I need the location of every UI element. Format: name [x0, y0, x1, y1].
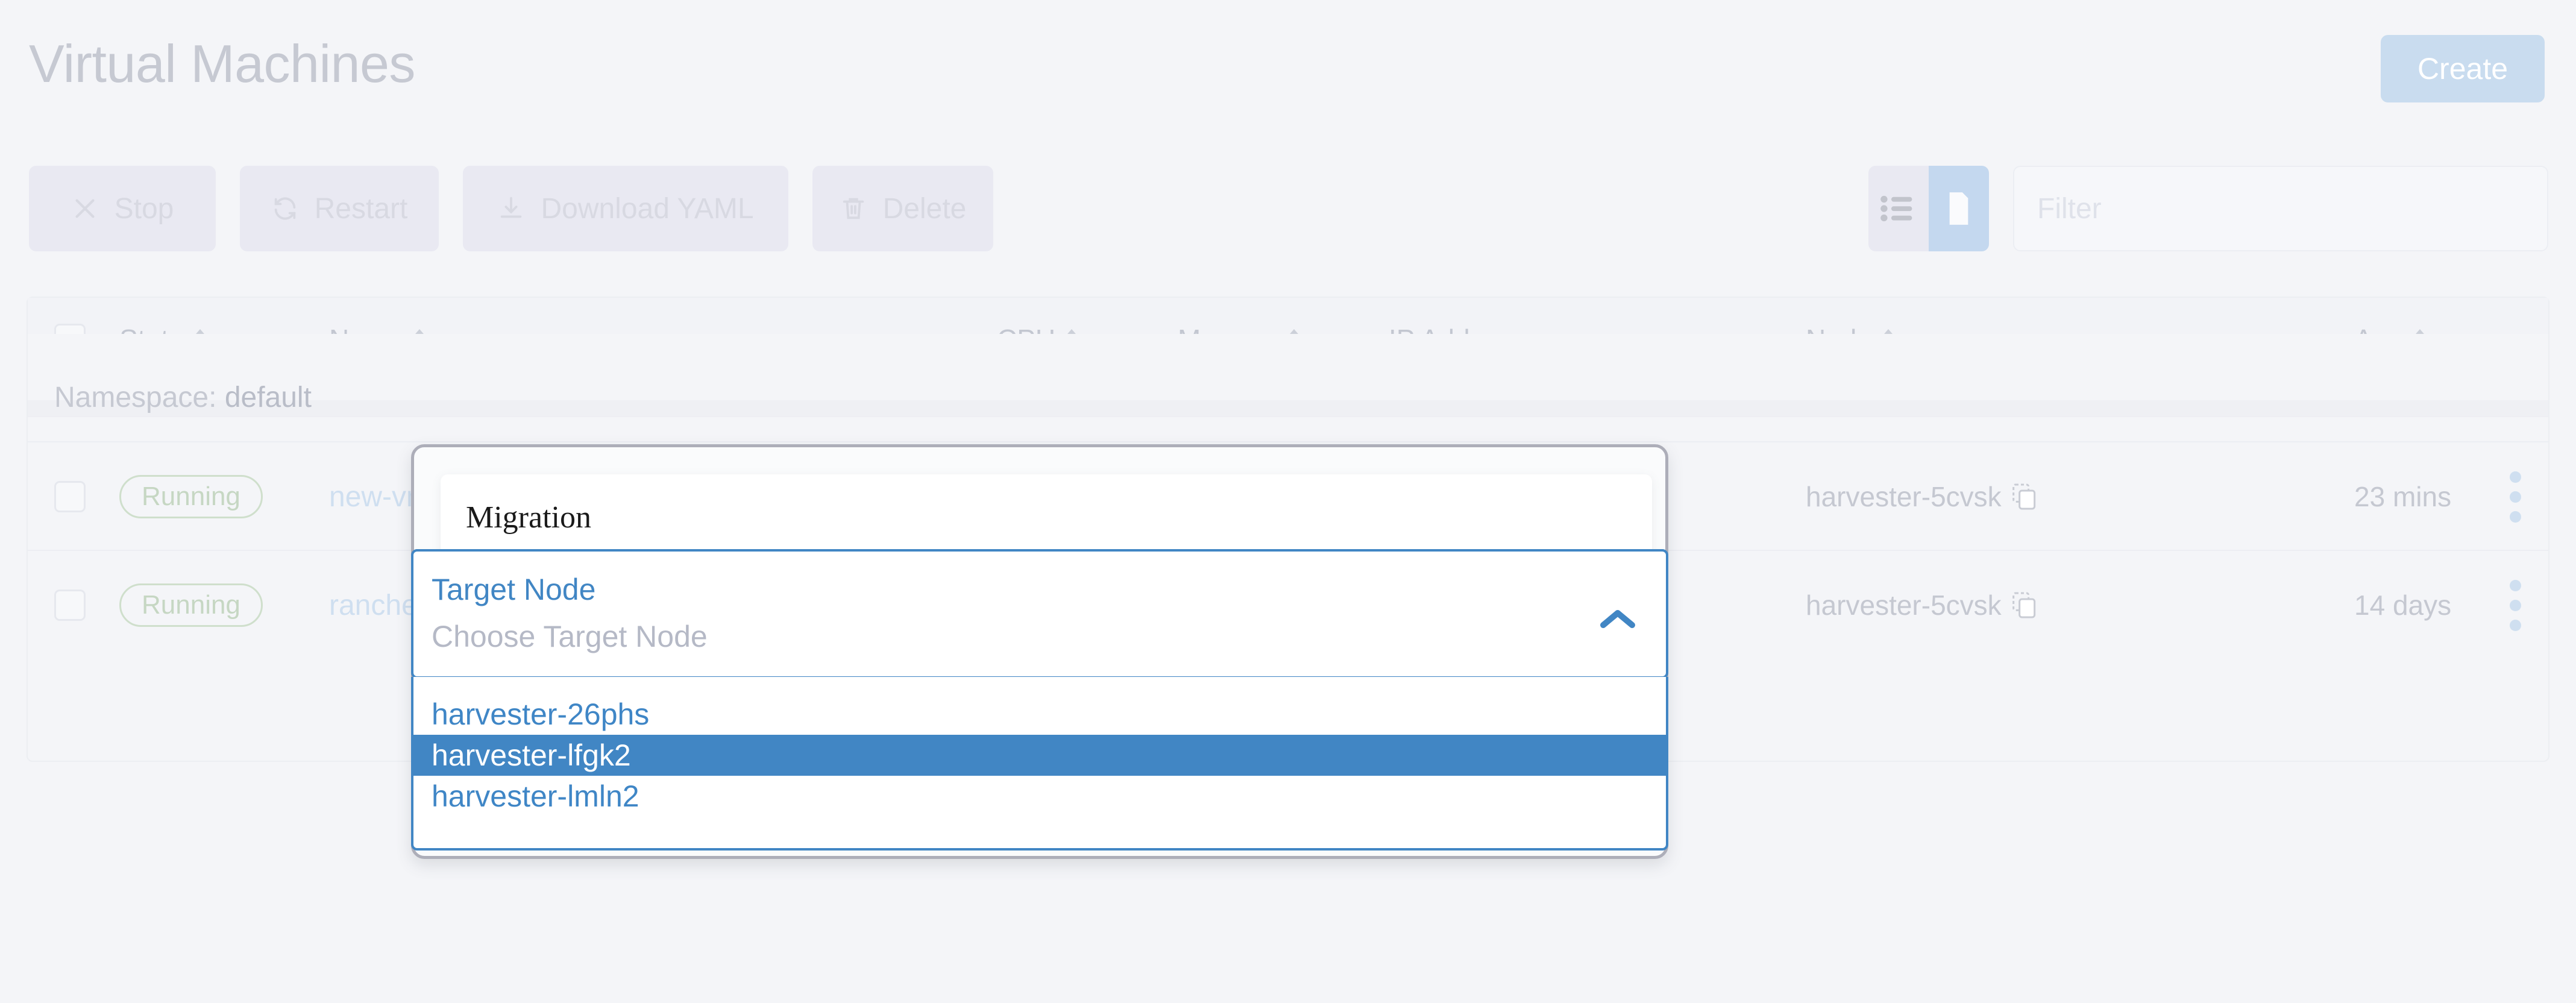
stop-button[interactable]: Stop	[29, 166, 216, 251]
copy-icon[interactable]	[2012, 483, 2037, 510]
kebab-menu-icon[interactable]	[2510, 471, 2521, 523]
page-header: Virtual Machines Create	[0, 0, 2576, 151]
cell-node: harvester-5cvsk	[1806, 442, 2037, 551]
option-harvester-lfgk2[interactable]: harvester-lfgk2	[413, 735, 1666, 776]
page-title: Virtual Machines	[29, 34, 415, 93]
download-icon	[497, 195, 525, 222]
target-node-select: Target Node Choose Target Node harvester…	[411, 549, 1668, 863]
cell-age: 14 days	[2354, 590, 2452, 621]
target-node-placeholder: Choose Target Node	[432, 620, 708, 653]
file-icon	[1945, 191, 1973, 226]
restart-button[interactable]: Restart	[240, 166, 439, 251]
close-icon	[71, 195, 99, 222]
delete-button[interactable]: Delete	[812, 166, 993, 251]
target-node-label: Target Node	[432, 573, 596, 606]
stop-button-label: Stop	[114, 192, 174, 225]
node-name: harvester-5cvsk	[1806, 590, 2002, 621]
view-toggle	[1868, 166, 1989, 251]
list-view-toggle[interactable]	[1868, 166, 1929, 251]
status-badge: Running	[119, 583, 263, 627]
modal-title: Migration	[466, 500, 591, 535]
trash-icon	[840, 195, 867, 222]
option-harvester-lmln2[interactable]: harvester-lmln2	[413, 776, 1666, 817]
row-actions-menu[interactable]	[2510, 442, 2521, 551]
node-name: harvester-5cvsk	[1806, 481, 2002, 512]
cell-state: Running	[119, 442, 263, 551]
cell-state: Running	[119, 551, 263, 659]
namespace-group-header: Namespace: default	[28, 334, 2548, 413]
vm-name-link[interactable]: rancher	[329, 589, 427, 621]
download-yaml-button[interactable]: Download YAML	[463, 166, 788, 251]
create-button[interactable]: Create	[2381, 35, 2545, 102]
action-toolbar: Stop Restart Download YAML	[0, 166, 2576, 253]
status-badge: Running	[119, 475, 263, 518]
kebab-menu-icon[interactable]	[2510, 579, 2521, 631]
namespace-label: Namespace: default	[54, 382, 312, 413]
target-node-option-list: harvester-26phs harvester-lfgk2 harveste…	[411, 677, 1668, 851]
filter-input[interactable]	[2013, 166, 2548, 251]
option-harvester-26phs[interactable]: harvester-26phs	[413, 694, 1666, 735]
refresh-icon	[271, 195, 299, 222]
cell-age: 23 mins	[2354, 481, 2452, 512]
copy-icon[interactable]	[2012, 592, 2037, 618]
row-checkbox[interactable]	[54, 590, 86, 621]
group-view-toggle[interactable]	[1929, 166, 1989, 251]
namespace-value: default	[224, 382, 312, 413]
cell-node: harvester-5cvsk	[1806, 551, 2037, 659]
download-yaml-button-label: Download YAML	[541, 192, 754, 225]
restart-button-label: Restart	[314, 192, 408, 225]
delete-button-label: Delete	[882, 192, 967, 225]
list-icon	[1880, 195, 1917, 222]
row-actions-menu[interactable]	[2510, 551, 2521, 659]
chevron-up-icon[interactable]	[1598, 607, 1637, 631]
row-checkbox[interactable]	[54, 481, 86, 512]
cell-name: rancher	[329, 551, 427, 659]
target-node-select-control[interactable]: Target Node Choose Target Node	[411, 549, 1668, 679]
